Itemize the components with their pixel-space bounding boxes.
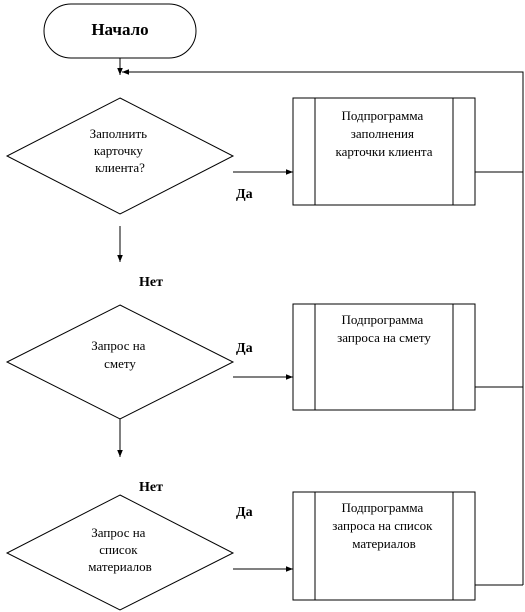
decision-3-yes-label: Да <box>236 505 253 520</box>
decision-3-text: Запрос на список материалов <box>88 525 152 574</box>
decision-2-text: Запрос на смету <box>91 338 148 371</box>
subroutine-1-text: Подпрограмма заполнения карточки клиента <box>335 108 432 159</box>
return-loop-line <box>122 69 524 585</box>
decision-1-diamond <box>5 97 235 215</box>
decision-1-yes-label: Да <box>236 187 253 202</box>
subroutine-2-text: Подпрограмма запроса на смету <box>337 312 431 345</box>
start-label: Начало <box>91 20 148 39</box>
subroutine-3-text: Подпрограмма запроса на список материало… <box>332 500 435 551</box>
subroutine-1-box <box>292 97 476 206</box>
subroutine-3-box <box>292 491 476 601</box>
decision-2-no-label: Нет <box>139 480 163 495</box>
decision-1-text: Заполнить карточку клиента? <box>90 126 151 175</box>
subroutine-2-box <box>292 303 476 411</box>
decision-2-yes-label: Да <box>236 341 253 356</box>
decision-3-diamond <box>5 494 235 611</box>
decision-1-no-label: Нет <box>139 275 163 290</box>
